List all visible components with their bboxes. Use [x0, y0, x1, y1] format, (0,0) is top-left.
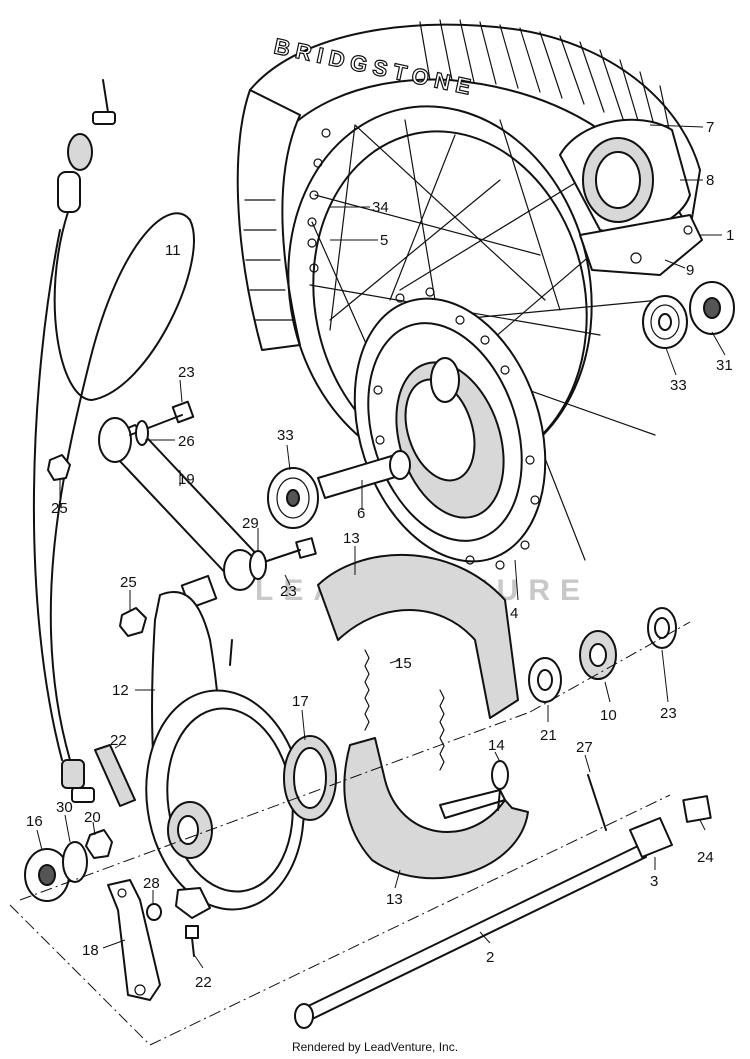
callout-24: 24: [697, 849, 714, 866]
washer-29: [249, 550, 267, 580]
callout-22-lower: 22: [195, 974, 212, 991]
callout-29: 29: [242, 515, 259, 532]
brake-cam-14: [439, 760, 509, 819]
brake-panel-12: [145, 591, 305, 919]
bolt-22-lower: [185, 925, 199, 957]
leader-lines: [36, 124, 726, 969]
cotter-pin-27: [587, 774, 607, 831]
bearing-33-left: [267, 467, 319, 529]
callout-33-left: 33: [277, 427, 294, 444]
washer-16: [24, 848, 70, 902]
callout-15: 15: [395, 655, 412, 672]
seal-17: [283, 735, 337, 821]
axle-sleeve-6: [317, 450, 411, 499]
center-lines: [9, 621, 691, 1046]
callout-7: 7: [706, 119, 714, 136]
callout-23-middle: 23: [280, 583, 297, 600]
callout-8: 8: [706, 172, 714, 189]
axle-2: [294, 844, 647, 1029]
callout-4: 4: [510, 605, 518, 622]
cable-adjuster-22-upper: [94, 744, 136, 807]
callout-13-upper: 13: [343, 530, 360, 547]
callout-20: 20: [84, 809, 101, 826]
brake-shoe-13-upper: [317, 554, 519, 719]
brake-shoe-13-lower: [343, 737, 529, 880]
nut-25-upper: [47, 454, 71, 481]
callout-12: 12: [112, 682, 129, 699]
callout-19: 19: [178, 471, 195, 488]
collar-21: [528, 657, 562, 703]
callout-11: 11: [165, 242, 181, 259]
callout-1: 1: [726, 227, 734, 244]
callout-17: 17: [292, 693, 309, 710]
sprocket-cover-assembly: [559, 118, 703, 276]
callout-13-lower: 13: [386, 891, 403, 908]
callout-22-upper: 22: [110, 732, 127, 749]
callout-25-lower: 25: [120, 574, 137, 591]
washer-28: [146, 903, 162, 921]
lever-18: [107, 879, 161, 1001]
callout-23-right: 23: [660, 705, 677, 722]
callout-5: 5: [380, 232, 388, 249]
callout-23-upper: 23: [178, 364, 195, 381]
brake-cable-11: [32, 79, 195, 803]
callout-31: 31: [716, 357, 733, 374]
nut-10: [579, 630, 617, 680]
callout-28: 28: [143, 875, 160, 892]
callout-18: 18: [82, 942, 99, 959]
callout-21: 21: [540, 727, 557, 744]
callout-10: 10: [600, 707, 617, 724]
callout-16: 16: [26, 813, 43, 830]
callout-2: 2: [486, 949, 494, 966]
adjuster-3: [629, 817, 673, 858]
callout-3: 3: [650, 873, 658, 890]
callout-34: 34: [372, 199, 389, 216]
callout-labels: 7 8 1 9 31 33 34 5 11 23 26 25 19 33 6 2…: [26, 119, 734, 991]
callout-9: 9: [686, 262, 694, 279]
callout-14: 14: [488, 737, 505, 754]
bearing-33-right: [642, 295, 688, 349]
nut-25-lower: [119, 607, 147, 637]
springs-15: [364, 649, 445, 771]
callout-27: 27: [576, 739, 593, 756]
seal-30: [62, 841, 88, 883]
lock-washer-23-right: [647, 607, 677, 649]
callout-26: 26: [178, 433, 195, 450]
bearing-31: [689, 281, 735, 335]
callout-25-upper: 25: [51, 500, 68, 517]
footer-credit: Rendered by LeadVenture, Inc.: [291, 1040, 459, 1054]
callout-30: 30: [56, 799, 73, 816]
brake-arm-19: [98, 417, 263, 591]
nut-20: [85, 829, 113, 859]
hub: [353, 287, 547, 570]
washer-26: [135, 420, 149, 446]
callout-33-right: 33: [670, 377, 687, 394]
callout-6: 6: [357, 505, 365, 522]
adjuster-block-24: [682, 795, 712, 823]
